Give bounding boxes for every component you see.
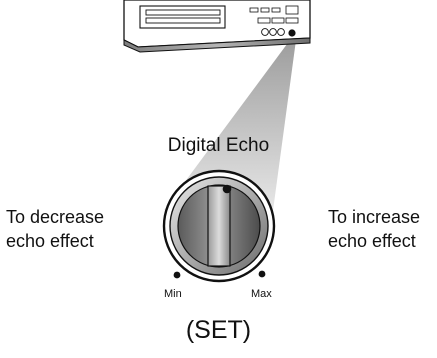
min-label: Min bbox=[164, 288, 182, 300]
decrease-caption: To decrease echo effect bbox=[6, 205, 104, 253]
max-label: Max bbox=[251, 288, 272, 300]
decrease-caption-line1: To decrease bbox=[6, 207, 105, 227]
knob-title: Digital Echo bbox=[167, 135, 270, 156]
increase-caption-line1: To increase bbox=[328, 207, 421, 227]
increase-caption-line2: echo effect bbox=[328, 231, 416, 251]
device-icon bbox=[123, 0, 311, 53]
decrease-caption-line2: echo effect bbox=[6, 231, 94, 251]
min-indicator-dot bbox=[173, 271, 181, 279]
max-indicator-dot bbox=[258, 270, 266, 278]
zoom-beam bbox=[164, 40, 296, 218]
mode-label: (SET) bbox=[185, 316, 252, 344]
increase-caption: To increase echo effect bbox=[328, 205, 420, 253]
knob-pointer-dot bbox=[222, 184, 232, 194]
control-knob-icon bbox=[162, 169, 276, 283]
